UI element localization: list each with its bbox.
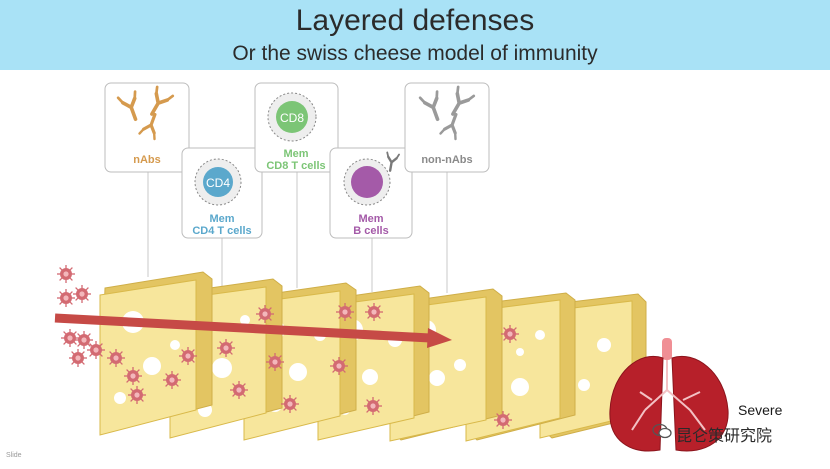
header-banner: Layered defenses Or the swiss cheese mod… <box>0 0 830 70</box>
card-nabs: nAbs <box>104 82 190 173</box>
card-b-label-1: Mem <box>358 213 383 225</box>
card-non-nabs-label: non-nAbs <box>421 154 472 166</box>
card-cd4-label-2: CD4 T cells <box>192 225 251 237</box>
card-nabs-label: nAbs <box>133 154 161 166</box>
virus-path-arrow <box>54 313 452 348</box>
connector-lines <box>147 172 448 293</box>
cd4-cell-text: CD4 <box>206 176 230 190</box>
card-cd8-label-1: Mem <box>283 148 308 160</box>
card-b-label-2: B cells <box>353 225 388 237</box>
watermark-text: 昆仑策研究院 <box>676 426 773 445</box>
wechat-icon <box>652 423 672 439</box>
outcome-label: Severe <box>738 402 783 418</box>
cd4-cell-icon <box>203 167 233 197</box>
card-cd8-label-2: CD8 T cells <box>266 160 325 172</box>
cheese-slice-1 <box>99 271 213 436</box>
cd8-cell-icon <box>276 101 308 133</box>
card-cd4-label-1: Mem <box>209 213 234 225</box>
card-non-nabs: non-nAbs <box>404 82 490 173</box>
cd8-cell-text: CD8 <box>280 111 304 125</box>
page-subtitle: Or the swiss cheese model of immunity <box>232 42 598 65</box>
lung-icon <box>609 338 729 452</box>
card-mem-cd8: CD8 Mem CD8 T cells <box>254 82 339 173</box>
b-cell-icon <box>351 166 383 198</box>
card-mem-b: Mem B cells <box>329 147 413 239</box>
slide-footer: Slide <box>6 452 22 459</box>
card-mem-cd4: CD4 Mem CD4 T cells <box>181 147 263 239</box>
page-title: Layered defenses <box>295 4 535 37</box>
